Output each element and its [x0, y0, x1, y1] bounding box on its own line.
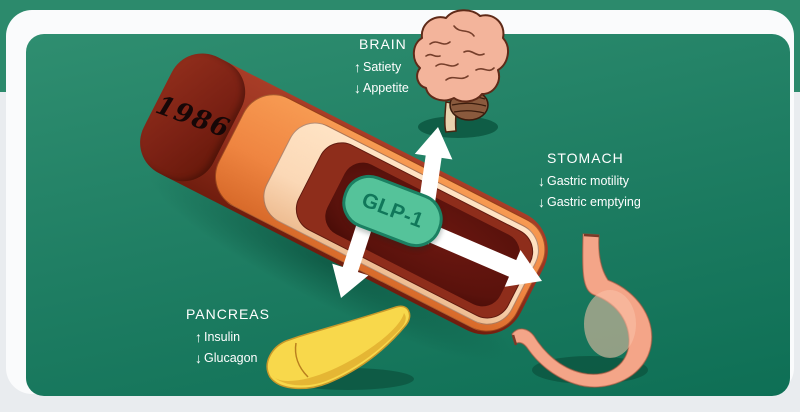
- effect-row: ↓ Glucagon: [195, 351, 270, 366]
- effect-label: Gastric motility: [547, 174, 629, 188]
- duodenum-opening: [511, 334, 518, 346]
- glp1-badge-label: GLP-1: [358, 188, 427, 233]
- effect-label: Satiety: [363, 60, 402, 74]
- organ-label-pancreas: PANCREAS ↑ Insulin ↓ Glucagon: [186, 306, 270, 372]
- effect-label: Glucagon: [204, 351, 258, 365]
- stomach-highlight: [584, 290, 636, 358]
- esophagus-opening: [583, 233, 600, 238]
- effect-row: ↓ Appetite: [354, 81, 409, 96]
- effect-label: Insulin: [204, 330, 241, 344]
- effect-row: ↑ Insulin: [195, 330, 270, 345]
- down-arrow-icon: ↓: [195, 350, 202, 366]
- organ-title-brain: BRAIN: [359, 36, 407, 52]
- organ-title-pancreas: PANCREAS: [186, 306, 270, 322]
- pancreas-body: [266, 305, 411, 390]
- up-arrow-icon: ↑: [195, 329, 202, 345]
- effect-row: ↑ Satiety: [354, 60, 409, 75]
- organ-title-stomach: STOMACH: [547, 150, 624, 166]
- cerebrum: [412, 9, 510, 103]
- down-arrow-icon: ↓: [538, 173, 545, 189]
- down-arrow-icon: ↓: [538, 194, 545, 210]
- pancreas-illustration: [266, 305, 414, 390]
- organ-label-stomach: STOMACH ↓ Gastric motility ↓ Gastric emp…: [538, 150, 641, 216]
- pancreas-shading: [272, 313, 406, 386]
- up-arrow-icon: ↑: [354, 59, 361, 75]
- effect-label: Gastric emptying: [547, 195, 641, 209]
- effect-row: ↓ Gastric motility: [538, 174, 641, 189]
- brain-gyri-lines: [425, 25, 495, 81]
- effect-label: Appetite: [363, 81, 409, 95]
- organ-label-brain: BRAIN ↑ Satiety ↓ Appetite: [354, 36, 409, 102]
- down-arrow-icon: ↓: [354, 80, 361, 96]
- arrow-to-stomach-icon: [424, 223, 542, 287]
- stomach-illustration: [511, 233, 653, 388]
- pancreas-crease: [294, 342, 309, 378]
- effect-row: ↓ Gastric emptying: [538, 195, 641, 210]
- arrow-to-pancreas-icon: [332, 215, 375, 298]
